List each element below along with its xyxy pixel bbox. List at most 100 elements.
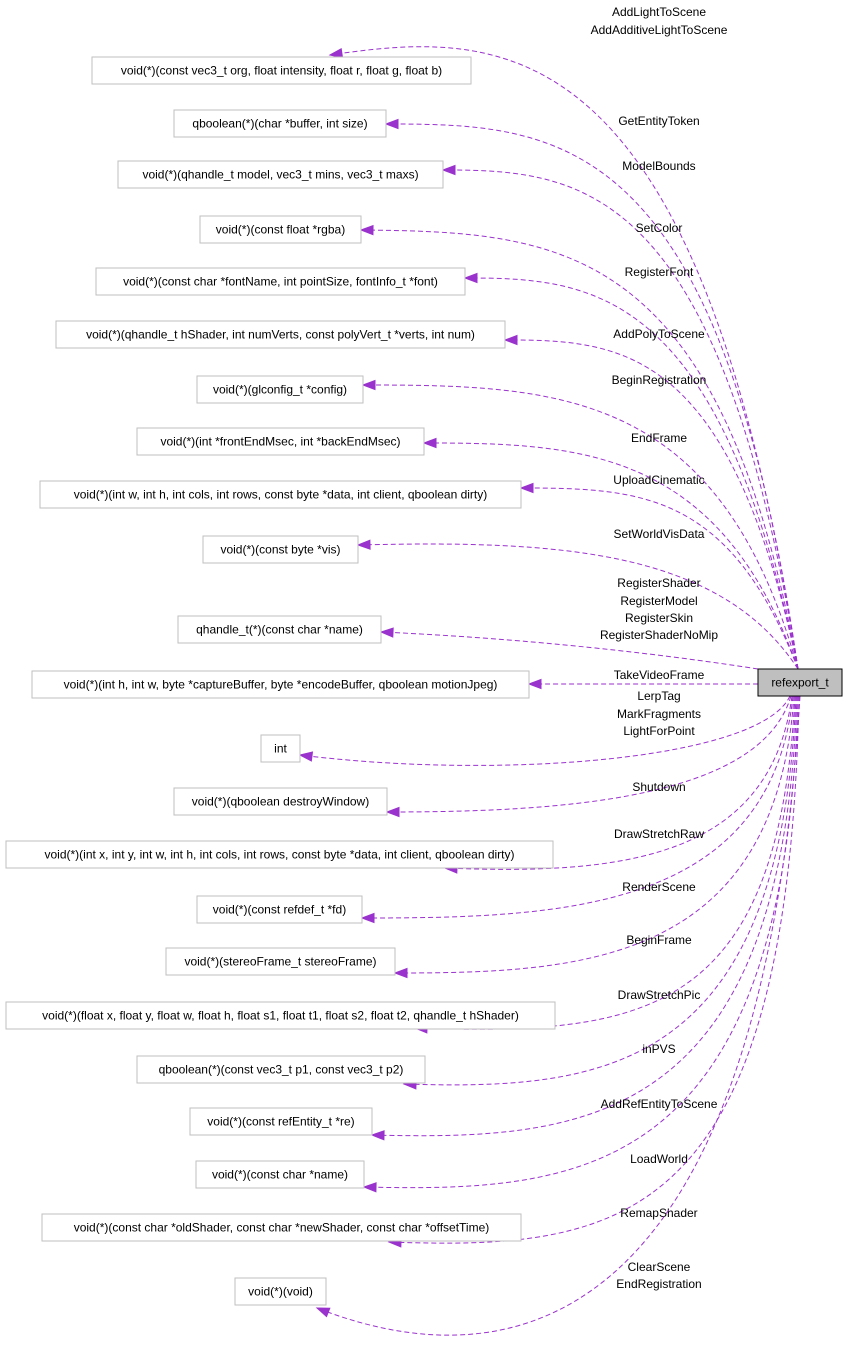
type-node[interactable]: void(*)(int h, int w, byte *captureBuffe… [31,670,530,699]
type-node-box [177,615,382,644]
type-node-label: void(*)(qboolean destroyWindow) [192,795,369,809]
type-node-label: void(*)(const vec3_t org, float intensit… [121,64,442,78]
edge-field-label: inPVS [642,1042,675,1056]
type-node[interactable]: void(*)(const char *oldShader, const cha… [41,1213,522,1242]
edge-field-label: ClearScene [628,1260,691,1274]
edge-field-label: BeginRegistration [612,373,707,387]
type-node[interactable]: void(*)(const vec3_t org, float intensit… [91,56,472,85]
edge-arrowhead [362,1182,377,1193]
edge-field-label: SetColor [636,221,683,235]
central-node[interactable]: refexport_t [757,668,843,697]
edge-arrow-line [371,695,798,1137]
type-node-box [196,375,364,404]
type-node[interactable]: void(*)(qhandle_t hShader, int numVerts,… [55,320,506,349]
edge-field-label: RegisterFont [625,265,694,279]
type-node[interactable]: void(*)(void) [234,1277,327,1306]
type-node[interactable]: void(*)(int *frontEndMsec, int *backEndM… [136,427,425,456]
type-node-box [41,1213,522,1242]
edge-field-label: SetWorldVisData [614,527,705,541]
central-node-box [757,668,843,697]
edge-arrow-line [394,695,795,974]
edge-arrow-line [357,543,799,670]
type-node-box [202,535,359,564]
type-node-label: void(*)(const char *name) [212,1168,348,1182]
edge-arrowhead [315,1307,331,1318]
edge-arrowhead [393,967,408,979]
type-node[interactable]: void(*)(float x, float y, float w, float… [5,1001,556,1030]
edge-arrowhead [503,334,518,346]
edge-arrow-line [380,631,759,670]
type-node-label: void(*)(void) [248,1285,313,1299]
type-node-label: int [274,742,287,756]
type-node-label: void(*)(int h, int w, byte *captureBuffe… [64,678,498,692]
type-node[interactable]: void(*)(glconfig_t *config) [196,375,364,404]
type-node[interactable]: void(*)(const float *rgba) [199,215,362,244]
edge-arrow-line [363,695,799,1189]
type-node[interactable]: void(*)(const char *fontName, int pointS… [95,267,466,296]
edge-field-label: DrawStretchPic [618,988,701,1002]
type-node-box [136,1055,426,1084]
edge-arrowhead [370,1130,385,1141]
edge-arrowhead [463,272,478,284]
type-node[interactable]: void(*)(stereoFrame_t stereoFrame) [165,947,396,976]
edge-field-label: EndRegistration [616,1277,701,1291]
type-node[interactable]: void(*)(int w, int h, int cols, int rows… [39,480,522,509]
type-node-label: void(*)(const char *oldShader, const cha… [74,1221,490,1235]
edge-field-label: EndFrame [631,431,687,445]
type-node[interactable]: qboolean(*)(const vec3_t p1, const vec3_… [136,1055,426,1084]
type-node-box [5,1001,556,1030]
type-node[interactable]: void(*)(const byte *vis) [202,535,359,564]
type-node-box [196,895,363,924]
edge-arrow-line [299,695,791,766]
type-node-box [260,734,301,763]
edge-arrow-line [403,695,797,1086]
edge-arrowhead [328,48,344,59]
type-node-label: void(*)(int *frontEndMsec, int *backEndM… [160,435,400,449]
type-node-label: void(*)(glconfig_t *config) [213,383,347,397]
type-node-box [173,109,387,138]
edge-field-label: RemapShader [620,1206,697,1220]
edge-field-label: RegisterSkin [625,611,693,625]
edge-field-label: AddRefEntityToScene [601,1097,718,1111]
type-node[interactable]: void(*)(qboolean destroyWindow) [173,787,388,816]
type-node-box [234,1277,327,1306]
edge-field-label: LoadWorld [630,1152,688,1166]
type-node-box [199,215,362,244]
type-node-box [195,1160,365,1189]
type-node-label: void(*)(qhandle_t model, vec3_t mins, ve… [142,168,418,182]
type-node[interactable]: qboolean(*)(char *buffer, int size) [173,109,387,138]
type-node-label: void(*)(int w, int h, int cols, int rows… [74,488,488,502]
edge-field-label: AddPolyToScene [613,327,705,341]
edge-arrowhead [379,627,394,638]
type-node[interactable]: void(*)(int x, int y, int w, int h, int … [5,840,554,869]
edge-arrowhead [384,118,399,130]
edge-arrowhead [519,482,534,494]
edge-arrow-line [385,123,799,670]
edge-field-label: BeginFrame [626,933,692,947]
edge-field-label: RenderScene [622,880,696,894]
edge-arrow-line [423,442,799,670]
type-node[interactable]: void(*)(qhandle_t model, vec3_t mins, ve… [117,160,444,189]
edge-arrow-line [388,695,800,1244]
edge-arrowhead [360,912,375,924]
type-node-label: void(*)(stereoFrame_t stereoFrame) [184,955,376,969]
type-node[interactable]: qhandle_t(*)(const char *name) [177,615,382,644]
type-node[interactable]: int [260,734,301,763]
edge-arrowhead [385,806,400,818]
type-node[interactable]: void(*)(const refEntity_t *re) [189,1107,373,1136]
edge-field-label: DrawStretchRaw [614,827,704,841]
type-node-label: void(*)(const char *fontName, int pointS… [123,275,438,289]
type-node[interactable]: void(*)(const char *name) [195,1160,365,1189]
edge-arrow-line [442,169,799,670]
edge-field-label: Shutdown [632,780,685,794]
edge-arrow-line [361,695,794,919]
type-node-box [189,1107,373,1136]
type-node-label: void(*)(const refEntity_t *re) [207,1115,354,1129]
type-node[interactable]: void(*)(const refdef_t *fd) [196,895,363,924]
type-node-label: void(*)(const refdef_t *fd) [213,903,346,917]
edge-arrow-line [504,339,799,670]
edge-field-label: LerpTag [637,689,680,703]
edge-field-label: MarkFragments [617,707,701,721]
edge-arrowhead [361,379,376,391]
